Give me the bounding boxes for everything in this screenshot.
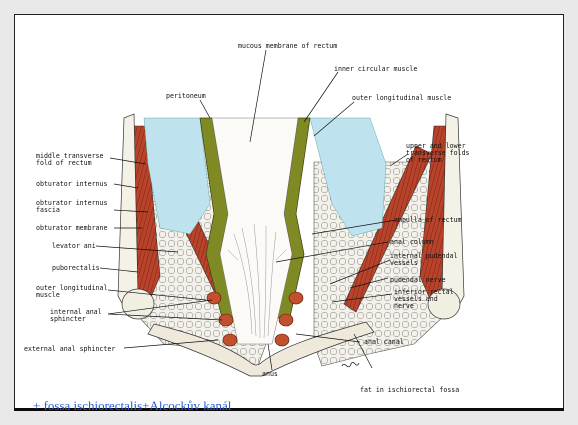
label-outer-longitudinal-left-2: muscle	[36, 291, 60, 299]
ischial-tuberosity-left	[122, 289, 154, 319]
label-inner-circular: inner circular muscle	[334, 65, 417, 73]
pelvic-bone-left	[118, 114, 138, 314]
label-fat-fossa: fat in ischiorectal fossa	[360, 386, 459, 394]
label-mucous-membrane: mucous membrane of rectum	[238, 42, 337, 50]
label-inferior-rectal-3: nerve	[394, 302, 414, 310]
label-external-anal: external anal sphincter	[24, 345, 115, 353]
label-internal-pudendal-2: vessels	[390, 259, 418, 267]
label-anus: anus	[262, 370, 278, 378]
label-levator-ani: levator ani	[52, 242, 96, 250]
label-internal-anal-2: sphincter	[50, 315, 86, 323]
label-anal-column: anal column	[390, 238, 434, 246]
artist-signature	[342, 362, 359, 367]
label-ampulla: ampulla of rectum	[394, 216, 462, 224]
label-outer-longitudinal-right: outer longitudinal muscle	[352, 94, 451, 102]
label-peritoneum: peritoneum	[166, 92, 206, 100]
label-upper-lower-3: of rectum	[406, 156, 442, 164]
rectum-anal-canal-illustration: mucous membrane of rectum inner circular…	[14, 14, 564, 411]
label-obturator-fascia-2: fascia	[36, 206, 60, 214]
slide-caption: + fossa ischiorectalis+Alcockův kanál	[33, 398, 231, 414]
label-anal-canal: anal canal	[364, 338, 404, 346]
label-obturator-internus: obturator internus	[36, 180, 107, 188]
label-obturator-membrane: obturator membrane	[36, 224, 107, 232]
label-pudendal-nerve: pudendal nerve	[390, 276, 446, 284]
label-middle-transverse-2: fold of rectum	[36, 159, 92, 167]
label-puborectalis: puborectalis	[52, 264, 100, 272]
